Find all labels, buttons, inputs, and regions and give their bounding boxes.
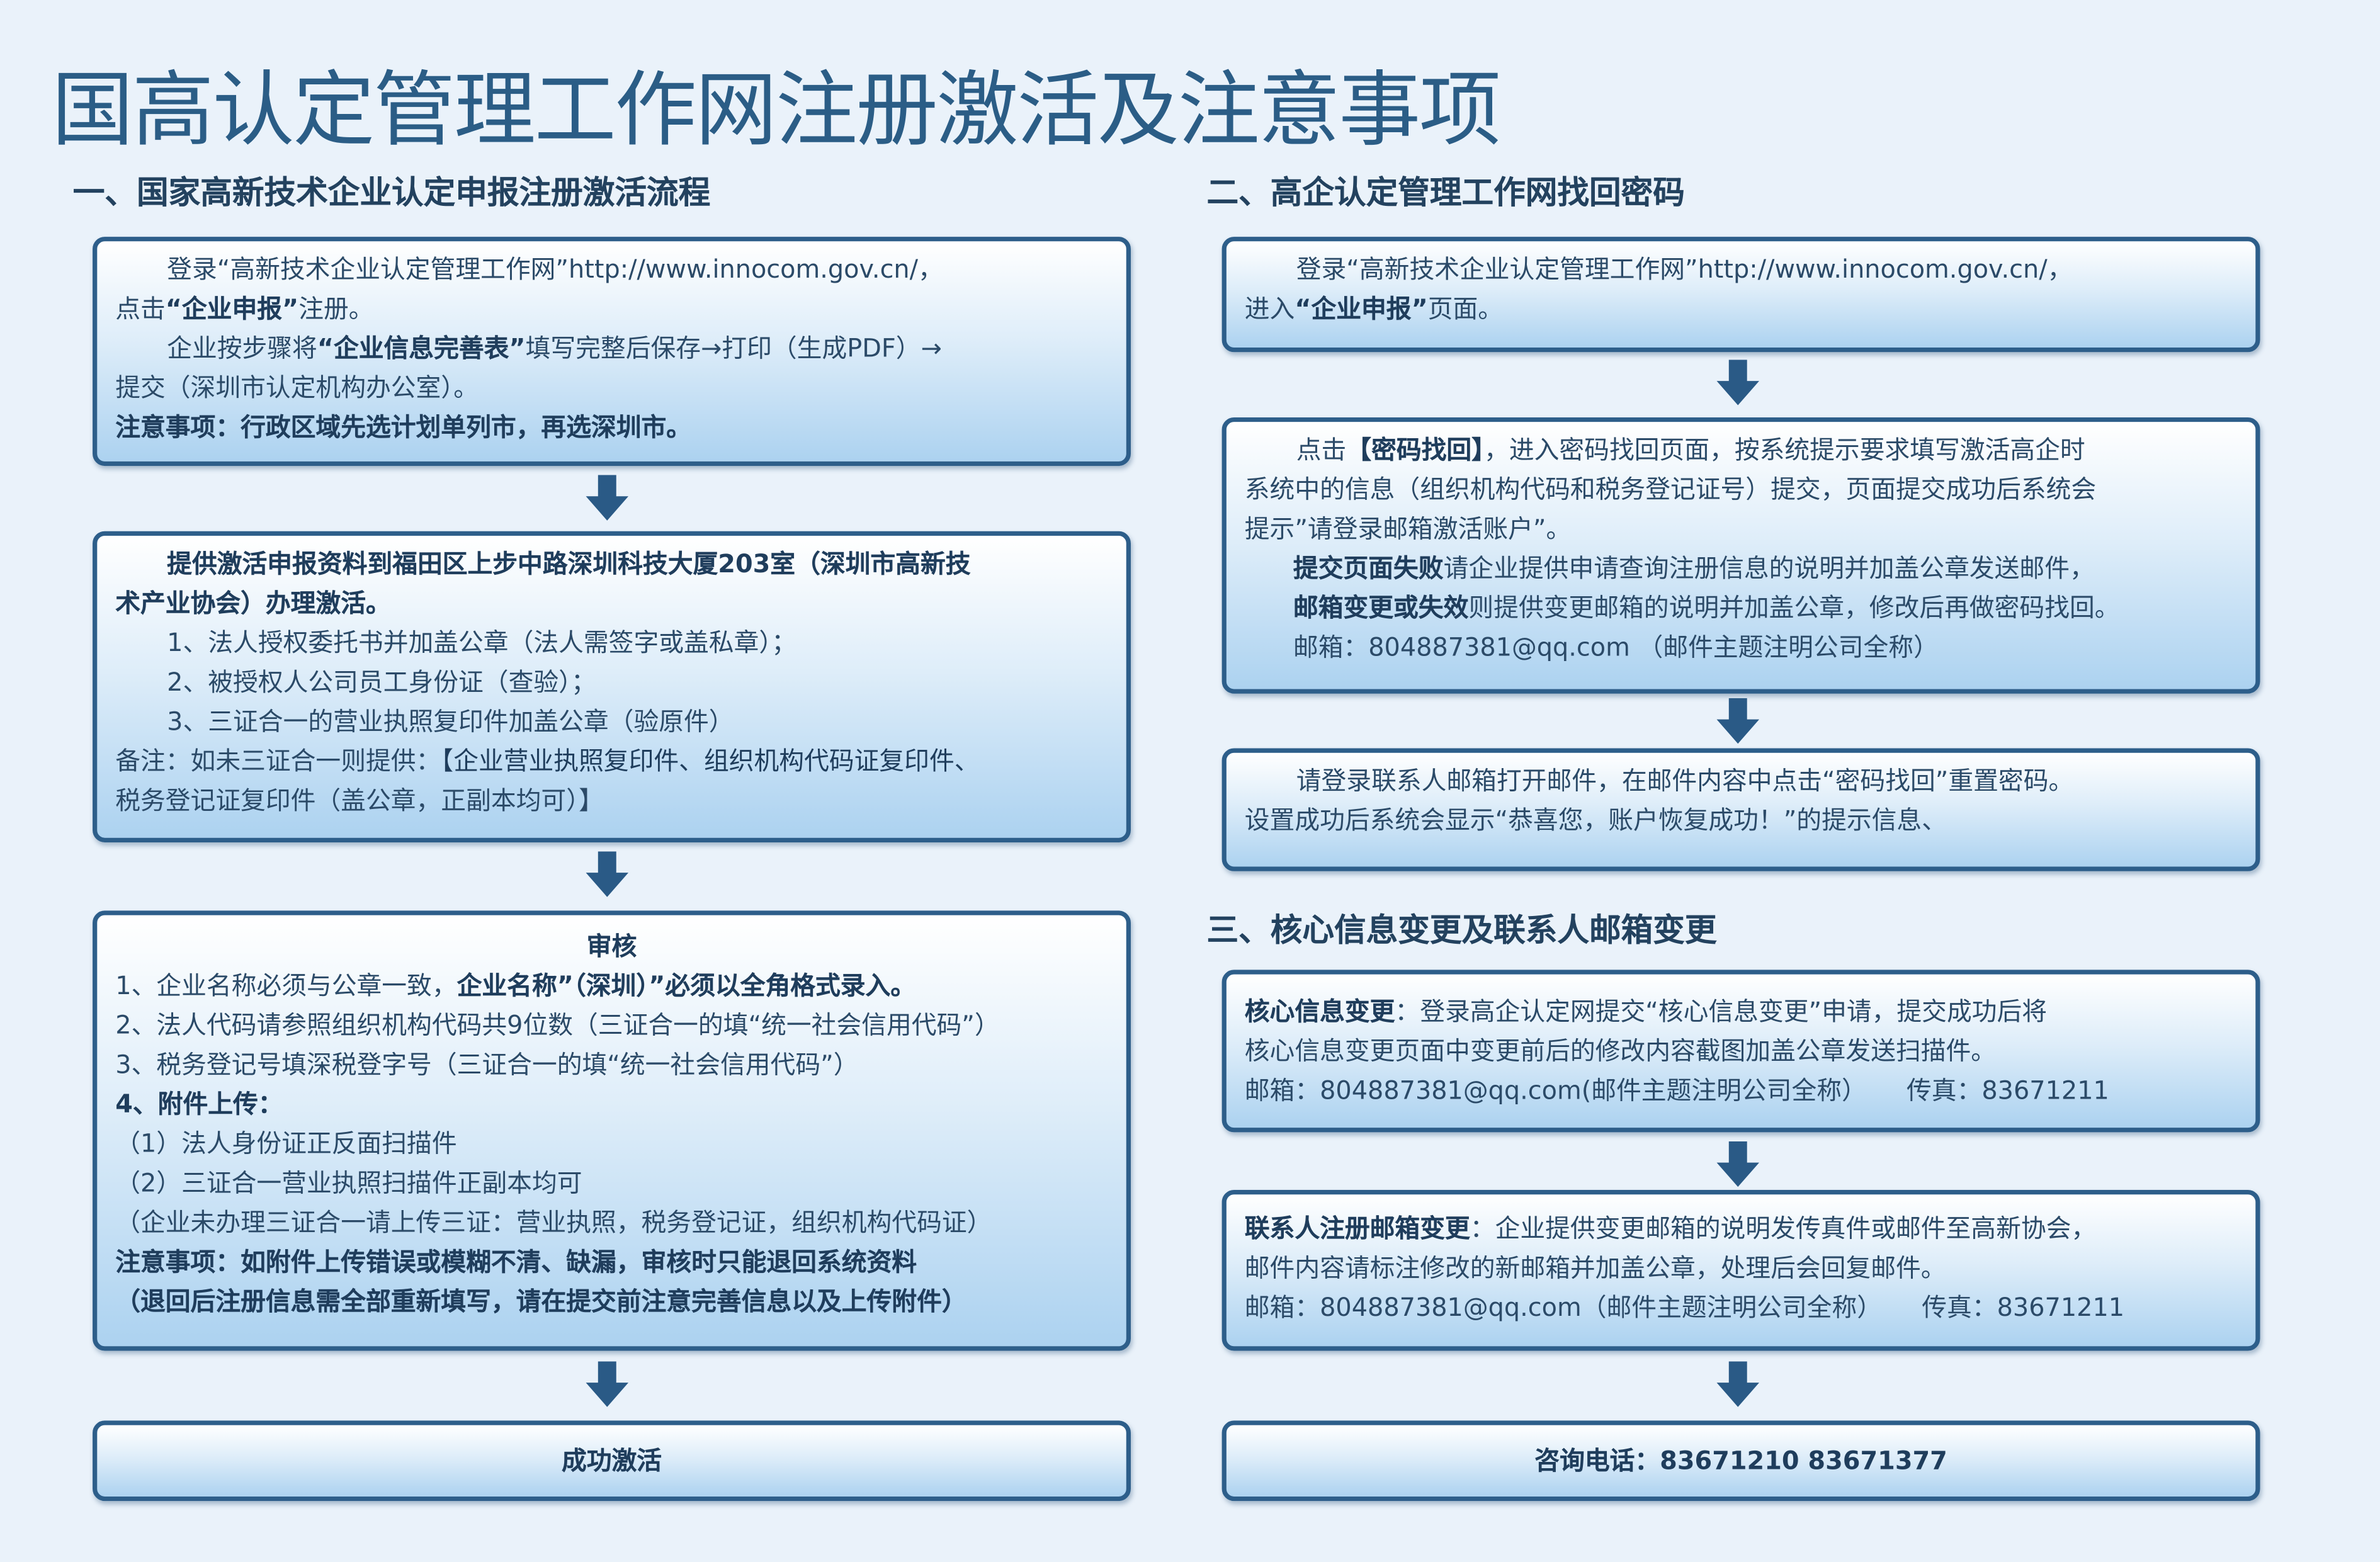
note-line: 税务登记证复印件（盖公章，正副本均可）】: [115, 786, 604, 815]
contact-email-change-box: 联系人注册邮箱变更：企业提供变更邮箱的说明发传真件或邮件至高新协会， 邮件内容请…: [1221, 1189, 2260, 1351]
note-line: 注意事项：行政区域先选计划单列市，再选深圳市。: [115, 408, 1108, 448]
text-line: 邮件内容请标注修改的新邮箱并加盖公章，处理后会回复邮件。: [1244, 1254, 1946, 1283]
text-segment: 备注：如未三证合一则提供：: [115, 747, 441, 776]
text-line: 核心信息变更：登录高企认定网提交“核心信息变更”申请，提交成功后将: [1245, 993, 2238, 1033]
text-segment: 核心信息变更: [1244, 997, 1395, 1026]
step-register-box: 登录“高新技术企业认定管理工作网”http://www.innocom.gov.…: [93, 237, 1131, 467]
text-segment: 企业名称”（深圳）”必须以全角格式录入。: [456, 971, 916, 1000]
note-line: 注意事项：如附件上传错误或模糊不清、缺漏，审核时只能退回系统资料: [115, 1243, 1108, 1282]
text-segment: 提交页面失败: [1293, 553, 1444, 583]
text-segment: 咨询电话：83671210 83671377: [1534, 1446, 1947, 1476]
text-line: 1、企业名称必须与公章一致，企业名称”（深圳）”必须以全角格式录入。: [115, 967, 1108, 1007]
text-segment: ：登录高企认定网提交“核心信息变更”申请，提交成功后将: [1395, 997, 2048, 1026]
text-line: 登录“高新技术企业认定管理工作网”http://www.innocom.gov.…: [1296, 254, 2073, 284]
step-review-box: 审核 1、企业名称必须与公章一致，企业名称”（深圳）”必须以全角格式录入。 2、…: [93, 910, 1131, 1351]
text-line: 点击“企业申报”注册。: [115, 290, 1108, 329]
password-reset-box: 请登录联系人邮箱打开邮件，在邮件内容中点击“密码找回”重置密码。 设置成功后系统…: [1221, 748, 2260, 871]
text-segment: “企业申报”: [165, 294, 299, 324]
text-segment: “企业申报”: [1295, 294, 1428, 324]
text-line: 提示”请登录邮箱激活账户”。: [1244, 514, 1572, 544]
list-item: 3、三证合一的营业执照复印件加盖公章（验原件）: [167, 707, 734, 737]
text-line: 提供激活申报资料到福田区上步中路深圳科技大厦203室（深圳市高新技: [115, 545, 1108, 584]
text-line: 提交（深圳市认定机构办公室）。: [115, 373, 479, 402]
section1-heading: 一、国家高新技术企业认定申报注册激活流程: [72, 174, 711, 212]
text-segment: 提供激活申报资料到福田区上步中路深圳科技大厦203室（深圳市高新技: [167, 549, 971, 579]
text-segment: 页面。: [1427, 294, 1504, 324]
text-line: （企业未办理三证合一请上传三证：营业执照，税务登记证，组织机构代码证）: [115, 1208, 992, 1237]
text-segment: 进入: [1244, 294, 1295, 324]
text-segment: 填写完整后保存→打印（生成PDF）→: [525, 334, 942, 363]
arrow-down-icon: [586, 475, 629, 521]
text-segment: 成功激活: [561, 1446, 662, 1476]
page-title: 国高认定管理工作网注册激活及注意事项: [51, 62, 1501, 158]
text-line: 术产业协会）办理激活。: [115, 584, 1108, 624]
text-line: 提交页面失败请企业提供申请查询注册信息的说明并加盖公章发送邮件，: [1245, 550, 2238, 589]
text-line: 邮箱变更或失效则提供变更邮箱的说明并加盖公章，修改后再做密码找回。: [1245, 589, 2238, 628]
consult-phone-box: 咨询电话：83671210 83671377: [1221, 1420, 2260, 1502]
text-segment: 联系人注册邮箱变更: [1244, 1214, 1470, 1243]
arrow-down-icon: [1716, 1361, 1760, 1407]
text-line: 系统中的信息（组织机构代码和税务登记证号）提交，页面提交成功后系统会: [1244, 475, 2097, 504]
text-line: 3、税务登记号填深税登字号（三证合一的填“统一社会信用代码”）: [115, 1050, 859, 1080]
text-segment: 注意事项：如附件上传错误或模糊不清、缺漏，审核时只能退回系统资料: [115, 1247, 917, 1277]
password-recovery-box: 点击【密码找回】，进入密码找回页面，按系统提示要求填写激活高企时 系统中的信息（…: [1221, 417, 2260, 694]
note-line: （退回后注册信息需全部重新填写，请在提交前注意完善信息以及上传附件）: [115, 1282, 1108, 1322]
contact-line: 邮箱：804887381@qq.com（邮件主题注明公司全称） 传真：83671…: [1244, 1293, 2125, 1322]
text-line: 2、法人代码请参照组织机构代码共9位数（三证合一的填“统一社会信用代码”）: [115, 1010, 1000, 1040]
text-line: （2）三证合一营业执照扫描件正副本均可: [115, 1169, 582, 1198]
step-activation-box: 提供激活申报资料到福田区上步中路深圳科技大厦203室（深圳市高新技 术产业协会）…: [93, 531, 1131, 842]
text-segment: 4、附件上传：: [115, 1089, 283, 1119]
password-login-box: 登录“高新技术企业认定管理工作网”http://www.innocom.gov.…: [1221, 237, 2260, 353]
text-line: 点击【密码找回】，进入密码找回页面，按系统提示要求填写激活高企时: [1245, 431, 2238, 471]
text-line: 进入“企业申报”页面。: [1245, 290, 2238, 329]
text-line: 企业按步骤将“企业信息完善表”填写完整后保存→打印（生成PDF）→: [115, 329, 1108, 369]
text-segment: 【企业营业执照复印件、组织机构代码证复印件、: [441, 747, 980, 776]
text-line: 请登录联系人邮箱打开邮件，在邮件内容中点击“密码找回”重置密码。: [1296, 766, 2074, 796]
text-segment: 审核: [586, 932, 637, 961]
text-segment: 点击: [1296, 435, 1347, 465]
arrow-down-icon: [1716, 698, 1760, 744]
arrow-down-icon: [586, 1361, 629, 1407]
text-segment: 邮箱变更或失效: [1293, 593, 1469, 623]
email-line: 邮箱：804887381@qq.com （邮件主题注明公司全称）: [1293, 633, 1939, 662]
arrow-down-icon: [1716, 359, 1760, 405]
text-segment: 则提供变更邮箱的说明并加盖公章，修改后再做密码找回。: [1468, 593, 2120, 623]
section2-heading: 二、高企认定管理工作网找回密码: [1206, 174, 1685, 212]
text-segment: 术产业协会）办理激活。: [115, 589, 391, 618]
list-item: 2、被授权人公司员工身份证（查验）；: [167, 667, 596, 697]
text-segment: 企业按步骤将: [167, 334, 317, 363]
text-line: 联系人注册邮箱变更：企业提供变更邮箱的说明发传真件或邮件至高新协会，: [1245, 1209, 2238, 1249]
text-segment: 1、企业名称必须与公章一致，: [115, 971, 457, 1000]
text-segment: 【密码找回】: [1346, 435, 1485, 465]
list-item: 1、法人授权委托书并加盖公章（法人需签字或盖私章）；: [167, 628, 797, 657]
arrow-down-icon: [586, 851, 629, 897]
section3-heading: 三、核心信息变更及联系人邮箱变更: [1206, 912, 1717, 949]
core-info-change-box: 核心信息变更：登录高企认定网提交“核心信息变更”申请，提交成功后将 核心信息变更…: [1221, 970, 2260, 1133]
note-line: 备注：如未三证合一则提供：【企业营业执照复印件、组织机构代码证复印件、: [115, 742, 1108, 782]
text-segment: “企业信息完善表”: [317, 334, 526, 363]
text-segment: 点击: [115, 294, 166, 324]
review-title: 审核: [115, 927, 1108, 967]
contact-line: 邮箱：804887381@qq.com(邮件主题注明公司全称） 传真：83671…: [1244, 1076, 2109, 1105]
text-line: 设置成功后系统会显示“恭喜您，账户恢复成功！”的提示信息、: [1244, 806, 1947, 835]
text-line: 4、附件上传：: [115, 1085, 1108, 1125]
text-segment: ，进入密码找回页面，按系统提示要求填写激活高企时: [1484, 435, 2085, 465]
arrow-down-icon: [1716, 1141, 1760, 1187]
text-segment: （退回后注册信息需全部重新填写，请在提交前注意完善信息以及上传附件）: [115, 1287, 967, 1316]
text-line: 核心信息变更页面中变更前后的修改内容截图加盖公章发送扫描件。: [1244, 1036, 1997, 1066]
text-segment: 注册。: [298, 294, 374, 324]
text-segment: 注意事项：行政区域先选计划单列市，再选深圳市。: [115, 412, 692, 442]
text-segment: 请企业提供申请查询注册信息的说明并加盖公章发送邮件，: [1443, 553, 2095, 583]
text-segment: ：企业提供变更邮箱的说明发传真件或邮件至高新协会，: [1470, 1214, 2097, 1243]
success-activation-box: 成功激活: [93, 1420, 1131, 1502]
text-line: 登录“高新技术企业认定管理工作网”http://www.innocom.gov.…: [167, 254, 943, 284]
text-line: （1）法人身份证正反面扫描件: [115, 1129, 457, 1158]
